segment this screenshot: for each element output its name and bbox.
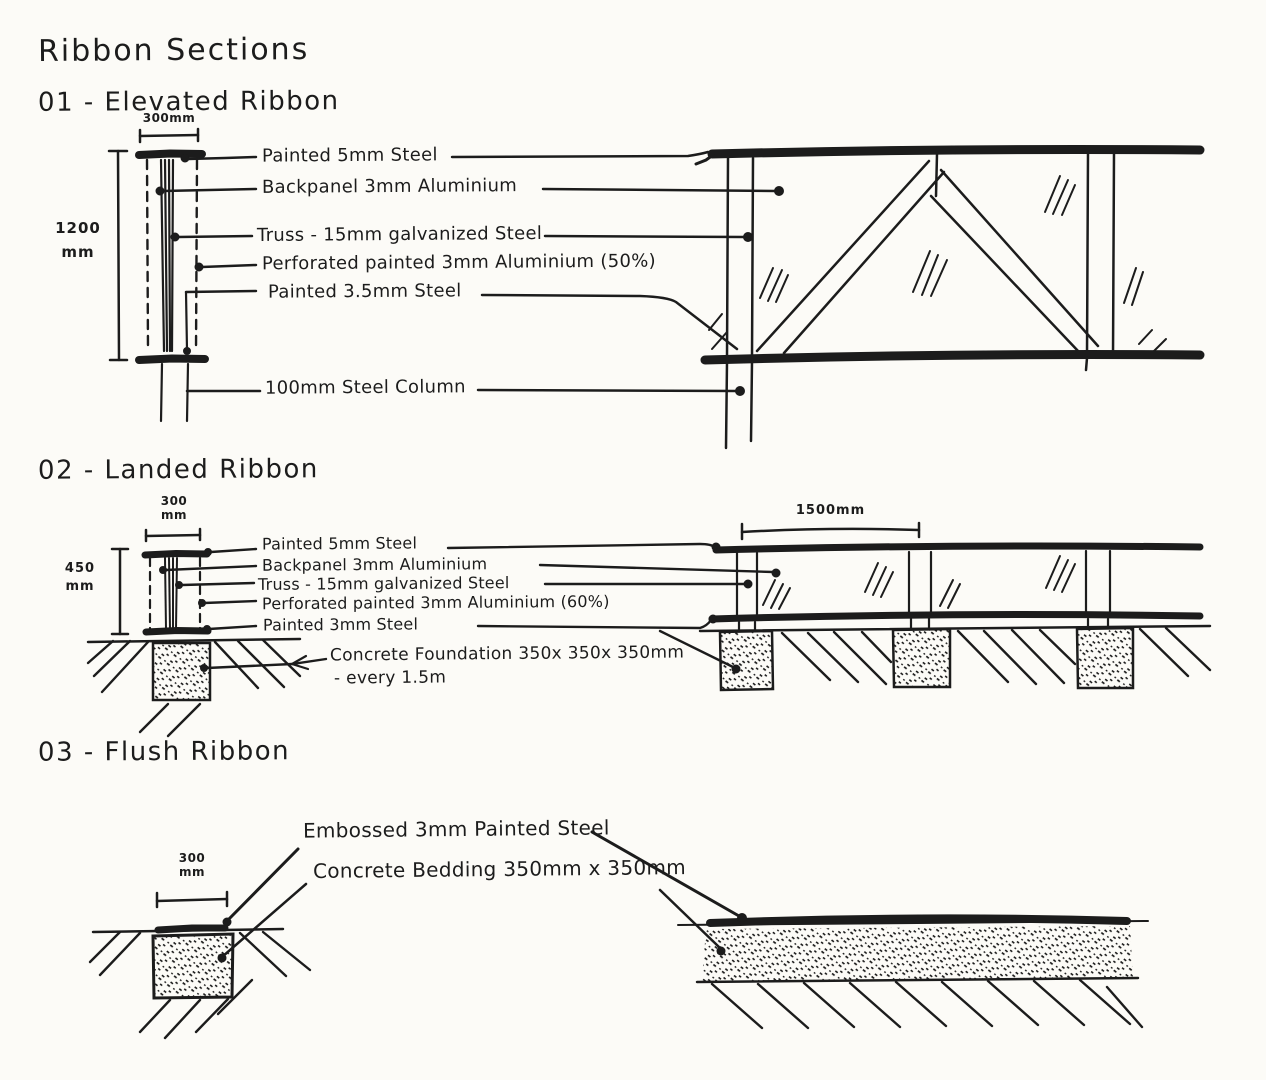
s2-height-dimension-value: 450 (64, 561, 96, 576)
soil-hatch (710, 978, 1144, 1030)
glass-marks (708, 175, 1167, 356)
s3-dimensions (155, 890, 229, 909)
s1-width-dimension: 300mm (142, 111, 196, 125)
s3-heading: 03 - Flush Ribbon (37, 736, 291, 768)
s2-heading: 02 - Landed Ribbon (37, 454, 319, 486)
sheet-title: Ribbon Sections (37, 32, 310, 69)
soil-hatch (88, 930, 312, 1040)
s2-foundation-note-line1: Concrete Foundation 350x 350x 350mm (329, 642, 685, 666)
s2-elevation (698, 542, 1212, 692)
s1-label-truss-galvanized-steel: Truss - 15mm galvanized Steel (256, 223, 543, 246)
s1-label-perforated-aluminium: Perforated painted 3mm Aluminium (50%) (261, 250, 656, 275)
soil-hatch (780, 626, 1212, 686)
s3-label-concrete-bedding: Concrete Bedding 350mm x 350mm (312, 855, 687, 883)
s1-elevation (694, 145, 1205, 450)
s1-label-painted-steel: Painted 3.5mm Steel (267, 280, 462, 303)
s1-height-dimension-value: 1200 (55, 219, 101, 237)
s2-label-painted-3mm-steel: Painted 3mm Steel (262, 614, 419, 635)
s1-section-cut (135, 149, 209, 423)
s1-dimensions (107, 127, 200, 362)
s3-label-embossed-painted-steel: Embossed 3mm Painted Steel (302, 815, 610, 843)
s3-leader-lines (217, 830, 747, 963)
s3-section-cut (88, 924, 312, 1040)
glass-marks (762, 555, 1076, 610)
s2-label-backpanel-aluminium: Backpanel 3mm Aluminium (261, 554, 488, 575)
s2-label-perforated-aluminium: Perforated painted 3mm Aluminium (60%) (261, 591, 610, 614)
s1-height-dimension-unit: mm (61, 243, 95, 261)
s1-label-steel-column: 100mm Steel Column (264, 376, 466, 399)
s2-label-truss-galvanized-steel: Truss - 15mm galvanized Steel (257, 573, 510, 594)
s2-height-dimension-unit: mm (65, 579, 95, 594)
soil-hatch (86, 638, 302, 738)
s3-elevation (677, 914, 1149, 1030)
s1-label-backpanel-aluminium: Backpanel 3mm Aluminium (261, 175, 518, 198)
s1-label-painted-5mm-steel: Painted 5mm Steel (261, 144, 438, 167)
s2-dimensions (110, 521, 921, 636)
s3-width-dimension-value: 300 (178, 851, 206, 865)
s2-label-painted-5mm-steel: Painted 5mm Steel (261, 533, 418, 554)
s2-span-dimension: 1500mm (795, 503, 866, 518)
s2-section-cut (86, 549, 302, 738)
s2-leader-lines (159, 542, 781, 674)
s2-foundation-note-line2: - every 1.5m (333, 667, 447, 689)
s2-width-dimension-unit: mm (160, 508, 187, 522)
s2-width-dimension-value: 300 (160, 494, 188, 508)
s1-leader-lines (155, 150, 784, 396)
s3-width-dimension-unit: mm (178, 865, 205, 879)
